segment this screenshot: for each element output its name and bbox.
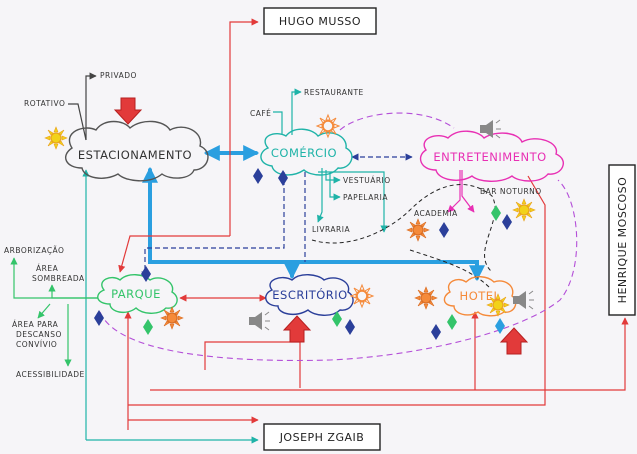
diamond-blue-icon: [495, 318, 505, 334]
speaker-icon: [512, 290, 535, 310]
label-vestuario: VESTUÁRIO: [343, 176, 391, 185]
label-area-sombreada-2: SOMBREADA: [32, 274, 85, 283]
label-area-descanso-3: CONVÍVIO: [16, 340, 57, 349]
diamond-green-icon: [143, 319, 153, 335]
cloud-hotel: HOTEL: [443, 276, 517, 317]
label-area-descanso-1: ÁREA PARA: [12, 320, 59, 329]
speaker-icon: [479, 119, 502, 139]
label-academia: ACADEMIA: [414, 209, 458, 218]
cloud-estacionamento: ESTACIONAMENTO: [64, 120, 209, 182]
cloud-entretenimento-label: ENTRETENIMENTO: [433, 150, 546, 164]
cloud-comercio: COMÉRCIO: [260, 128, 353, 176]
box-joseph-zgaib: JOSEPH ZGAIB: [263, 423, 381, 451]
label-cafe: CAFÉ: [250, 109, 271, 118]
cloud-escritorio: ESCRITÓRIO: [265, 274, 354, 316]
sun-orange-icon: [414, 286, 438, 310]
label-area-descanso-2: DESCANSO: [16, 330, 62, 339]
label-papelaria: PAPELARIA: [343, 193, 388, 202]
sun-orange-icon: [160, 306, 184, 330]
diamond-navy-icon: [502, 214, 512, 230]
label-area-sombreada-1: ÁREA: [36, 264, 59, 273]
cloud-hotel-label: HOTEL: [460, 289, 501, 303]
red-links: [118, 18, 629, 430]
dark-links: [68, 72, 97, 141]
label-livraria: LIVRARIA: [312, 225, 350, 234]
big-arrow-up-icon: [500, 327, 528, 355]
cloud-entretenimento: ENTRETENIMENTO: [419, 130, 564, 182]
label-acessibilidade: ACESSIBILIDADE: [16, 370, 85, 379]
box-henrique-moscoso: HENRIQUE MOSCOSO: [608, 164, 636, 316]
sun-icon: [512, 198, 536, 222]
diamond-green-icon: [447, 314, 457, 330]
sun-icon: [486, 293, 510, 317]
diamond-navy-icon: [439, 222, 449, 238]
diamond-navy-icon: [431, 324, 441, 340]
sun-outline-icon: [350, 284, 374, 308]
cloud-escritorio-label: ESCRITÓRIO: [272, 287, 348, 302]
cloud-parque: PARQUE: [97, 274, 178, 314]
small-labels: PRIVADO ROTATIVO CAFÉ RESTAURANTE VESTUÁ…: [4, 71, 542, 379]
box-joseph-zgaib-label: JOSEPH ZGAIB: [279, 431, 365, 444]
diamond-navy-icon: [253, 168, 263, 184]
label-bar-noturno: BAR NOTURNO: [480, 187, 542, 196]
cloud-parque-label: PARQUE: [111, 287, 161, 301]
diamond-navy-icon: [345, 319, 355, 335]
label-arborizacao: ARBORIZAÇÃO: [4, 246, 64, 255]
box-hugo-musso-label: HUGO MUSSO: [279, 15, 361, 28]
cloud-comercio-label: COMÉRCIO: [271, 145, 337, 160]
sun-icon: [44, 126, 68, 150]
diamond-navy-icon: [94, 310, 104, 326]
label-privado: PRIVADO: [100, 71, 137, 80]
diamond-green-icon: [491, 205, 501, 221]
speaker-icon: [248, 311, 271, 331]
label-restaurante: RESTAURANTE: [304, 88, 364, 97]
green-links: [10, 257, 98, 367]
navy-links: [141, 153, 413, 279]
diamond-navy-icon: [278, 170, 288, 186]
sun-outline-icon: [316, 114, 340, 138]
sun-orange-icon: [406, 218, 430, 242]
label-rotativo: ROTATIVO: [24, 99, 65, 108]
box-henrique-moscoso-label: HENRIQUE MOSCOSO: [616, 177, 629, 304]
icons: [44, 97, 536, 355]
teal-links: [82, 88, 388, 444]
big-arrow-up-icon: [283, 315, 311, 343]
cloud-estacionamento-label: ESTACIONAMENTO: [78, 148, 192, 162]
box-hugo-musso: HUGO MUSSO: [263, 7, 377, 35]
blue-links: [142, 145, 485, 282]
pink-links: [99, 112, 578, 362]
big-arrow-down-icon: [114, 97, 142, 125]
